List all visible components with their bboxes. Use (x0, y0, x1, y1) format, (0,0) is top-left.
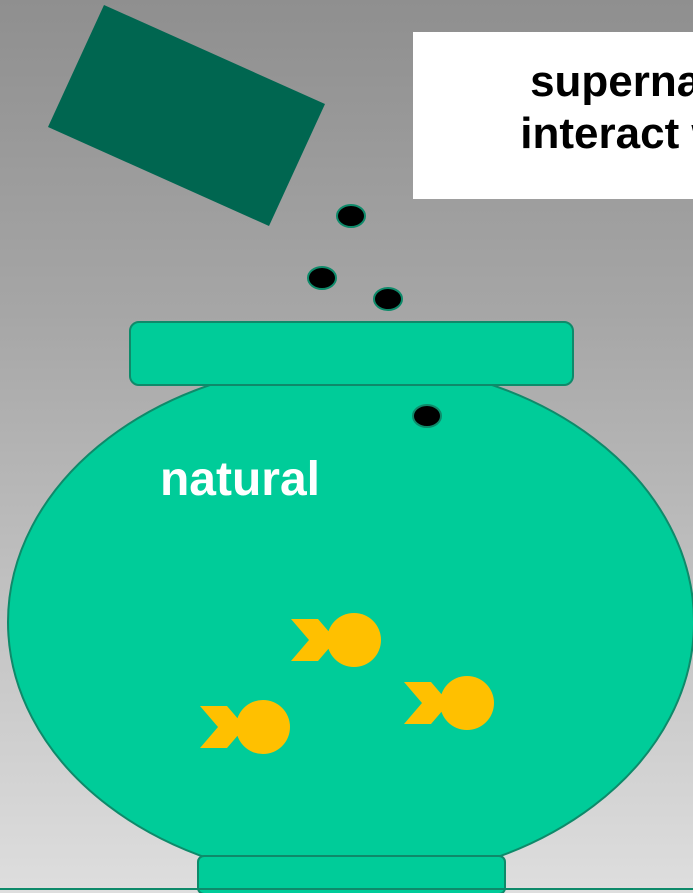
food-pellet (373, 287, 403, 311)
bowl-rim (129, 321, 574, 386)
food-pellet (412, 404, 442, 428)
caption-box: supernat interact w (413, 32, 693, 199)
caption-line-2: interact w (520, 109, 693, 158)
bottom-divider (0, 888, 693, 890)
goldfish (291, 613, 381, 667)
food-pellet (336, 204, 366, 228)
goldfish (404, 676, 494, 730)
bowl-base (197, 855, 506, 893)
goldfish (200, 700, 290, 754)
caption-text: supernat interact w (413, 56, 693, 160)
food-box (48, 5, 325, 226)
food-pellet (307, 266, 337, 290)
caption-line-1: supernat (530, 57, 693, 106)
bowl-label: natural (159, 453, 321, 506)
